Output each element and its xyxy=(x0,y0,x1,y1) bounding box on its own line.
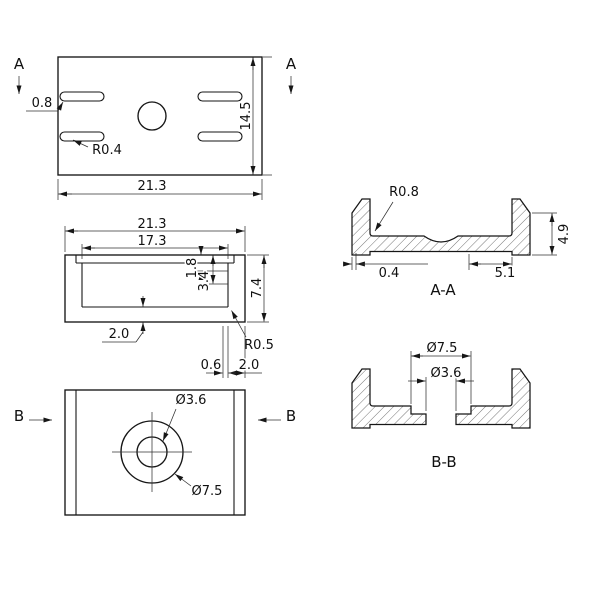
section-view-aa: R0.8 4.9 0.4 5.1 A-A xyxy=(343,184,574,299)
section-bb-right-profile xyxy=(455,368,531,429)
section-label-b-right: B xyxy=(286,407,296,425)
section-label-b-left: B xyxy=(14,407,24,425)
dim-front-inner-width: 17.3 xyxy=(138,234,167,249)
dim-top-height: 14.5 xyxy=(239,102,254,131)
section-aa-profile xyxy=(351,198,531,256)
section-title-aa: A-A xyxy=(430,281,456,299)
dim-wall: 2.0 xyxy=(239,358,260,373)
dim-front-width: 21.3 xyxy=(138,217,167,232)
section-title-bb: B-B xyxy=(431,453,456,471)
slot-lower-right xyxy=(197,131,243,142)
dim-slot-radius: R0.4 xyxy=(92,143,122,158)
dim-counterbore-diameter-section: Ø7.5 xyxy=(427,341,458,356)
dim-lip: 0.6 xyxy=(201,358,222,373)
section-label-a-left: A xyxy=(14,55,25,73)
dim-hole-diameter: Ø3.6 xyxy=(176,393,207,408)
dim-slot-depth: 1.8 xyxy=(185,258,200,279)
front-view-outline xyxy=(64,254,246,323)
dim-section-height: 4.9 xyxy=(557,224,572,245)
top-view: A A 0.8 R0.4 21.3 14.5 xyxy=(14,55,297,200)
section-bb-left-profile xyxy=(351,368,427,429)
slot-lower-left xyxy=(59,131,105,142)
dim-fillet-radius: R0.8 xyxy=(389,185,419,200)
dim-front-height: 7.4 xyxy=(250,278,265,299)
dim-hole-diameter-section: Ø3.6 xyxy=(431,366,462,381)
bottom-view: B B Ø3.6 Ø7.5 xyxy=(14,389,296,516)
section-view-bb: Ø7.5 Ø3.6 B-B xyxy=(351,340,531,471)
dim-slot-width: 0.8 xyxy=(32,96,53,111)
dim-step-depth: 3.4 xyxy=(197,271,212,292)
dim-inner-radius: R0.5 xyxy=(244,338,274,353)
front-view: 21.3 17.3 1.8 3.4 7.4 2.0 R0.5 0.6 2.0 xyxy=(64,216,275,378)
top-view-outline xyxy=(57,56,263,176)
dim-top-width: 21.3 xyxy=(138,179,167,194)
slot-upper-left xyxy=(59,91,105,102)
dim-flat: 5.1 xyxy=(495,266,516,281)
dim-base-thickness: 2.0 xyxy=(109,327,130,342)
center-hole xyxy=(137,101,167,131)
dim-counterbore-diameter: Ø7.5 xyxy=(192,484,223,499)
slot-upper-right xyxy=(197,91,243,102)
dim-bottom-lip: 0.4 xyxy=(379,266,400,281)
section-label-a-right: A xyxy=(286,55,297,73)
bottom-view-outline xyxy=(64,389,246,516)
